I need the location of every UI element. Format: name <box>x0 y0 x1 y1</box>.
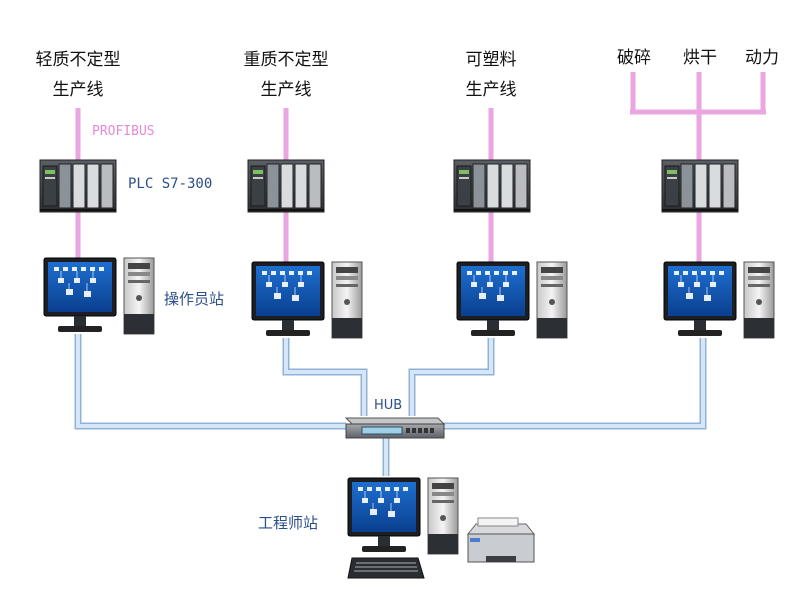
engineer-station-label: 工程师站 <box>258 514 319 532</box>
operator-station-computer <box>43 257 155 335</box>
plc-rack <box>39 159 117 213</box>
aux-process-label: 破碎 <box>617 48 651 68</box>
operator-station-computer <box>456 261 568 339</box>
aux-process-label: 烘干 <box>683 48 717 68</box>
plc-rack <box>661 159 739 213</box>
production-line-name: 可塑料 <box>465 50 517 70</box>
production-line-label: 重质不定型 生产线 <box>238 48 334 102</box>
production-line-name: 轻质不定型 <box>35 50 121 70</box>
engineer-station-computer <box>347 477 459 555</box>
production-line-suffix: 生产线 <box>260 80 312 100</box>
operator-station-label: 操作员站 <box>164 290 225 308</box>
production-line-label: 轻质不定型 生产线 <box>30 48 126 102</box>
profibus-label: PROFIBUS <box>92 124 155 139</box>
production-line-name: 重质不定型 <box>243 50 329 70</box>
profibus-lines <box>75 72 766 262</box>
plc-rack <box>247 159 325 213</box>
production-line-suffix: 生产线 <box>465 80 517 100</box>
plc-rack <box>453 159 531 213</box>
plc-model-label: PLC S7-300 <box>128 176 213 192</box>
keyboard <box>347 557 425 579</box>
printer <box>466 517 536 563</box>
aux-process-label: 动力 <box>745 48 779 68</box>
hub-label: HUB <box>374 398 403 413</box>
hub-device <box>344 417 446 439</box>
operator-station-computer <box>663 261 775 339</box>
production-line-label: 可塑料 生产线 <box>452 48 530 102</box>
operator-station-computer <box>251 261 363 339</box>
production-line-suffix: 生产线 <box>52 80 104 100</box>
ethernet-lines <box>74 334 707 476</box>
